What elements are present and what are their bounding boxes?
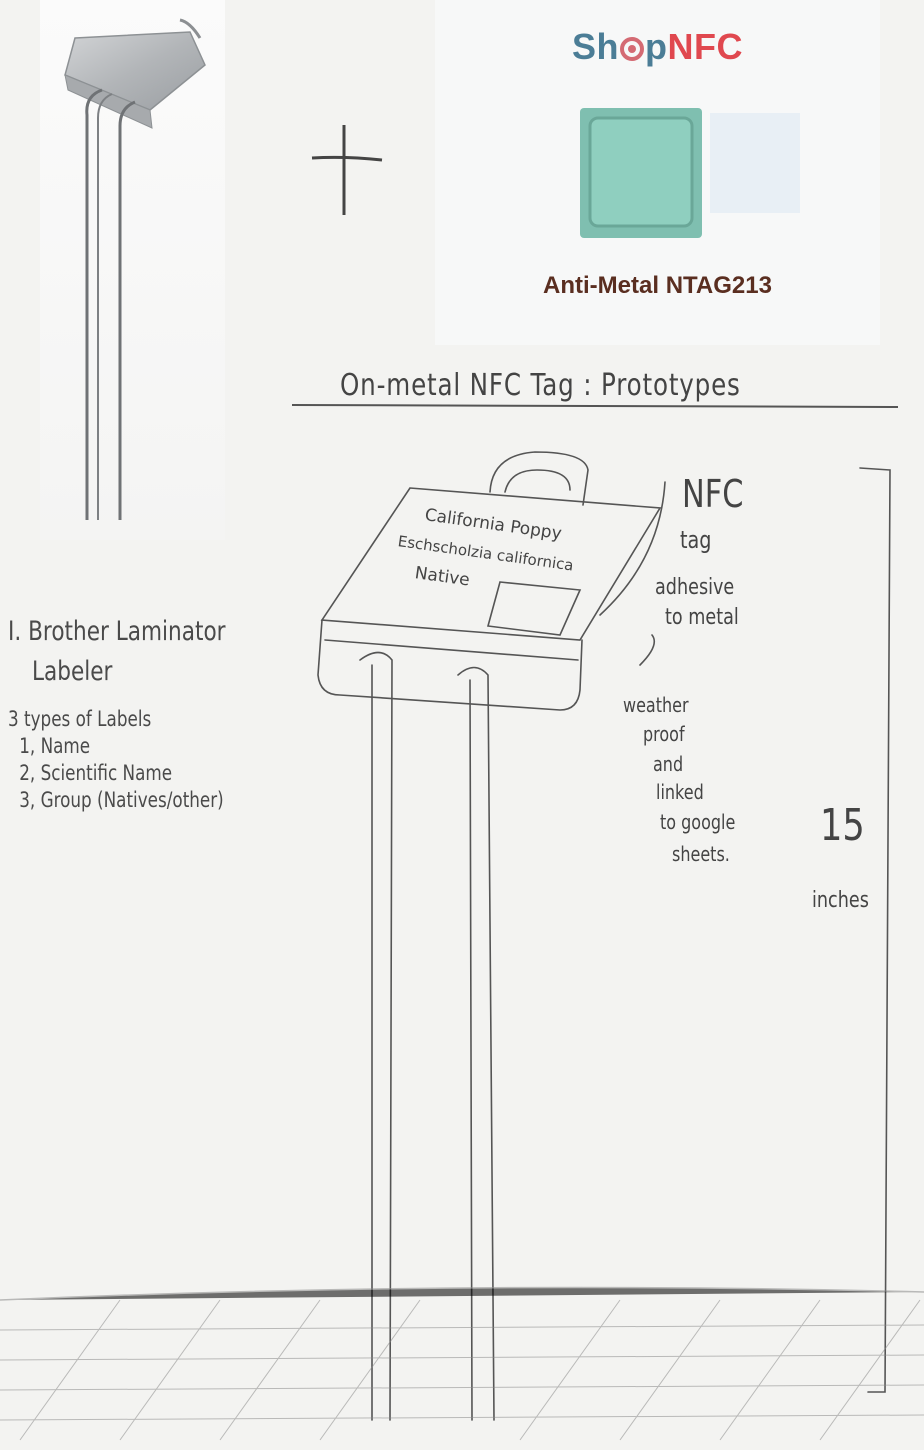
to-metal-label: to metal — [665, 605, 739, 630]
tag-label: tag — [680, 526, 711, 554]
weather-note-line: linked — [656, 780, 704, 804]
weather-note-line: to google — [660, 810, 735, 834]
weather-note-line: and — [653, 752, 683, 776]
weather-note-line: weather — [623, 693, 689, 717]
ground-shading — [0, 1288, 924, 1441]
weather-note-line: proof — [643, 722, 685, 746]
dimension-value: 15 — [820, 800, 865, 851]
adhesive-label: adhesive — [655, 575, 734, 600]
dimension-unit: inches — [812, 888, 869, 913]
nfc-label: NFC — [682, 472, 743, 516]
weather-note-line: sheets. — [672, 842, 730, 866]
